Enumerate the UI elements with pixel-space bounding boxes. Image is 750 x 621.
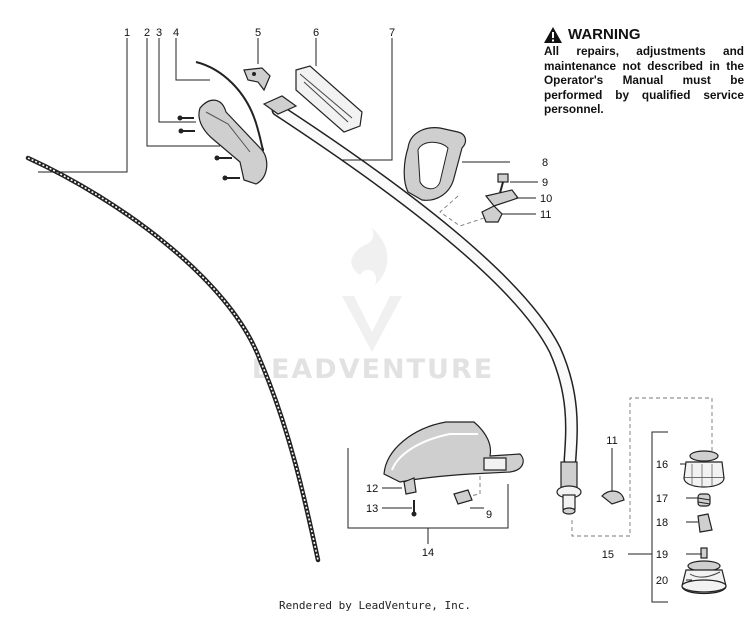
callout-11: 11	[540, 209, 551, 221]
group-15-bracket	[651, 431, 668, 603]
footer-credit: Rendered by LeadVenture, Inc.	[278, 599, 472, 612]
callout-numbers: 1 2 3 4 5 6 7 8 9 10 11 12 13 9 14 11 15…	[124, 27, 668, 587]
part-2-handle-grip	[198, 99, 268, 185]
callout-10: 10	[540, 193, 552, 205]
leader-lines	[38, 38, 702, 581]
part-11-wing-nut	[481, 205, 503, 223]
part-4-throttle-cable	[195, 61, 265, 151]
warning-triangle-icon	[544, 26, 562, 43]
part-17-spring	[697, 493, 711, 507]
callout-6: 6	[313, 27, 319, 39]
watermark-text: LEADVENTURE	[252, 354, 494, 385]
callout-14: 14	[422, 547, 434, 559]
callout-20: 20	[656, 575, 668, 587]
callout-8: 8	[542, 157, 548, 169]
callout-1: 1	[124, 27, 130, 39]
part-5-throttle-trigger	[243, 67, 271, 92]
part-7-tube-shaft	[271, 103, 582, 515]
callout-13: 13	[366, 503, 378, 515]
warning-title: WARNING	[568, 26, 641, 43]
callout-9: 9	[542, 177, 548, 189]
part-14-guard	[383, 421, 524, 483]
part-19-washer	[700, 547, 708, 559]
callout-4: 4	[173, 27, 179, 39]
part-13-screw	[411, 500, 417, 517]
callout-15: 15	[602, 549, 614, 561]
callout-3: 3	[156, 27, 162, 39]
callout-7: 7	[389, 27, 395, 39]
part-6-handle-housing	[262, 65, 363, 133]
callout-12: 12	[366, 483, 378, 495]
part-8-assist-handle	[403, 127, 467, 201]
callout-19: 19	[656, 549, 668, 561]
callout-2: 2	[144, 27, 150, 39]
warning-notice: WARNING All repairs, adjustments and mai…	[544, 26, 744, 117]
part-9-lower-bracket	[453, 489, 473, 505]
callout-9-lower: 9	[486, 509, 492, 521]
part-11-lower-clip	[601, 490, 625, 505]
part-1-drive-shaft	[25, 155, 321, 563]
callout-17: 17	[656, 493, 668, 505]
callout-18: 18	[656, 517, 668, 529]
part-9-bolt	[497, 173, 509, 194]
callout-5: 5	[255, 27, 261, 39]
part-16-spool-housing	[683, 450, 725, 488]
callout-11-lower: 11	[606, 435, 617, 447]
warning-header: WARNING	[544, 26, 744, 43]
part-18-eyelet	[697, 513, 713, 533]
part-20-spool	[681, 560, 727, 595]
part-10-clamp	[484, 189, 519, 207]
warning-text: All repairs, adjustments and maintenance…	[544, 44, 744, 116]
part-3-screws	[177, 115, 240, 181]
part-12-clip	[403, 477, 417, 495]
watermark-logo	[342, 228, 402, 352]
callout-16: 16	[656, 459, 668, 471]
